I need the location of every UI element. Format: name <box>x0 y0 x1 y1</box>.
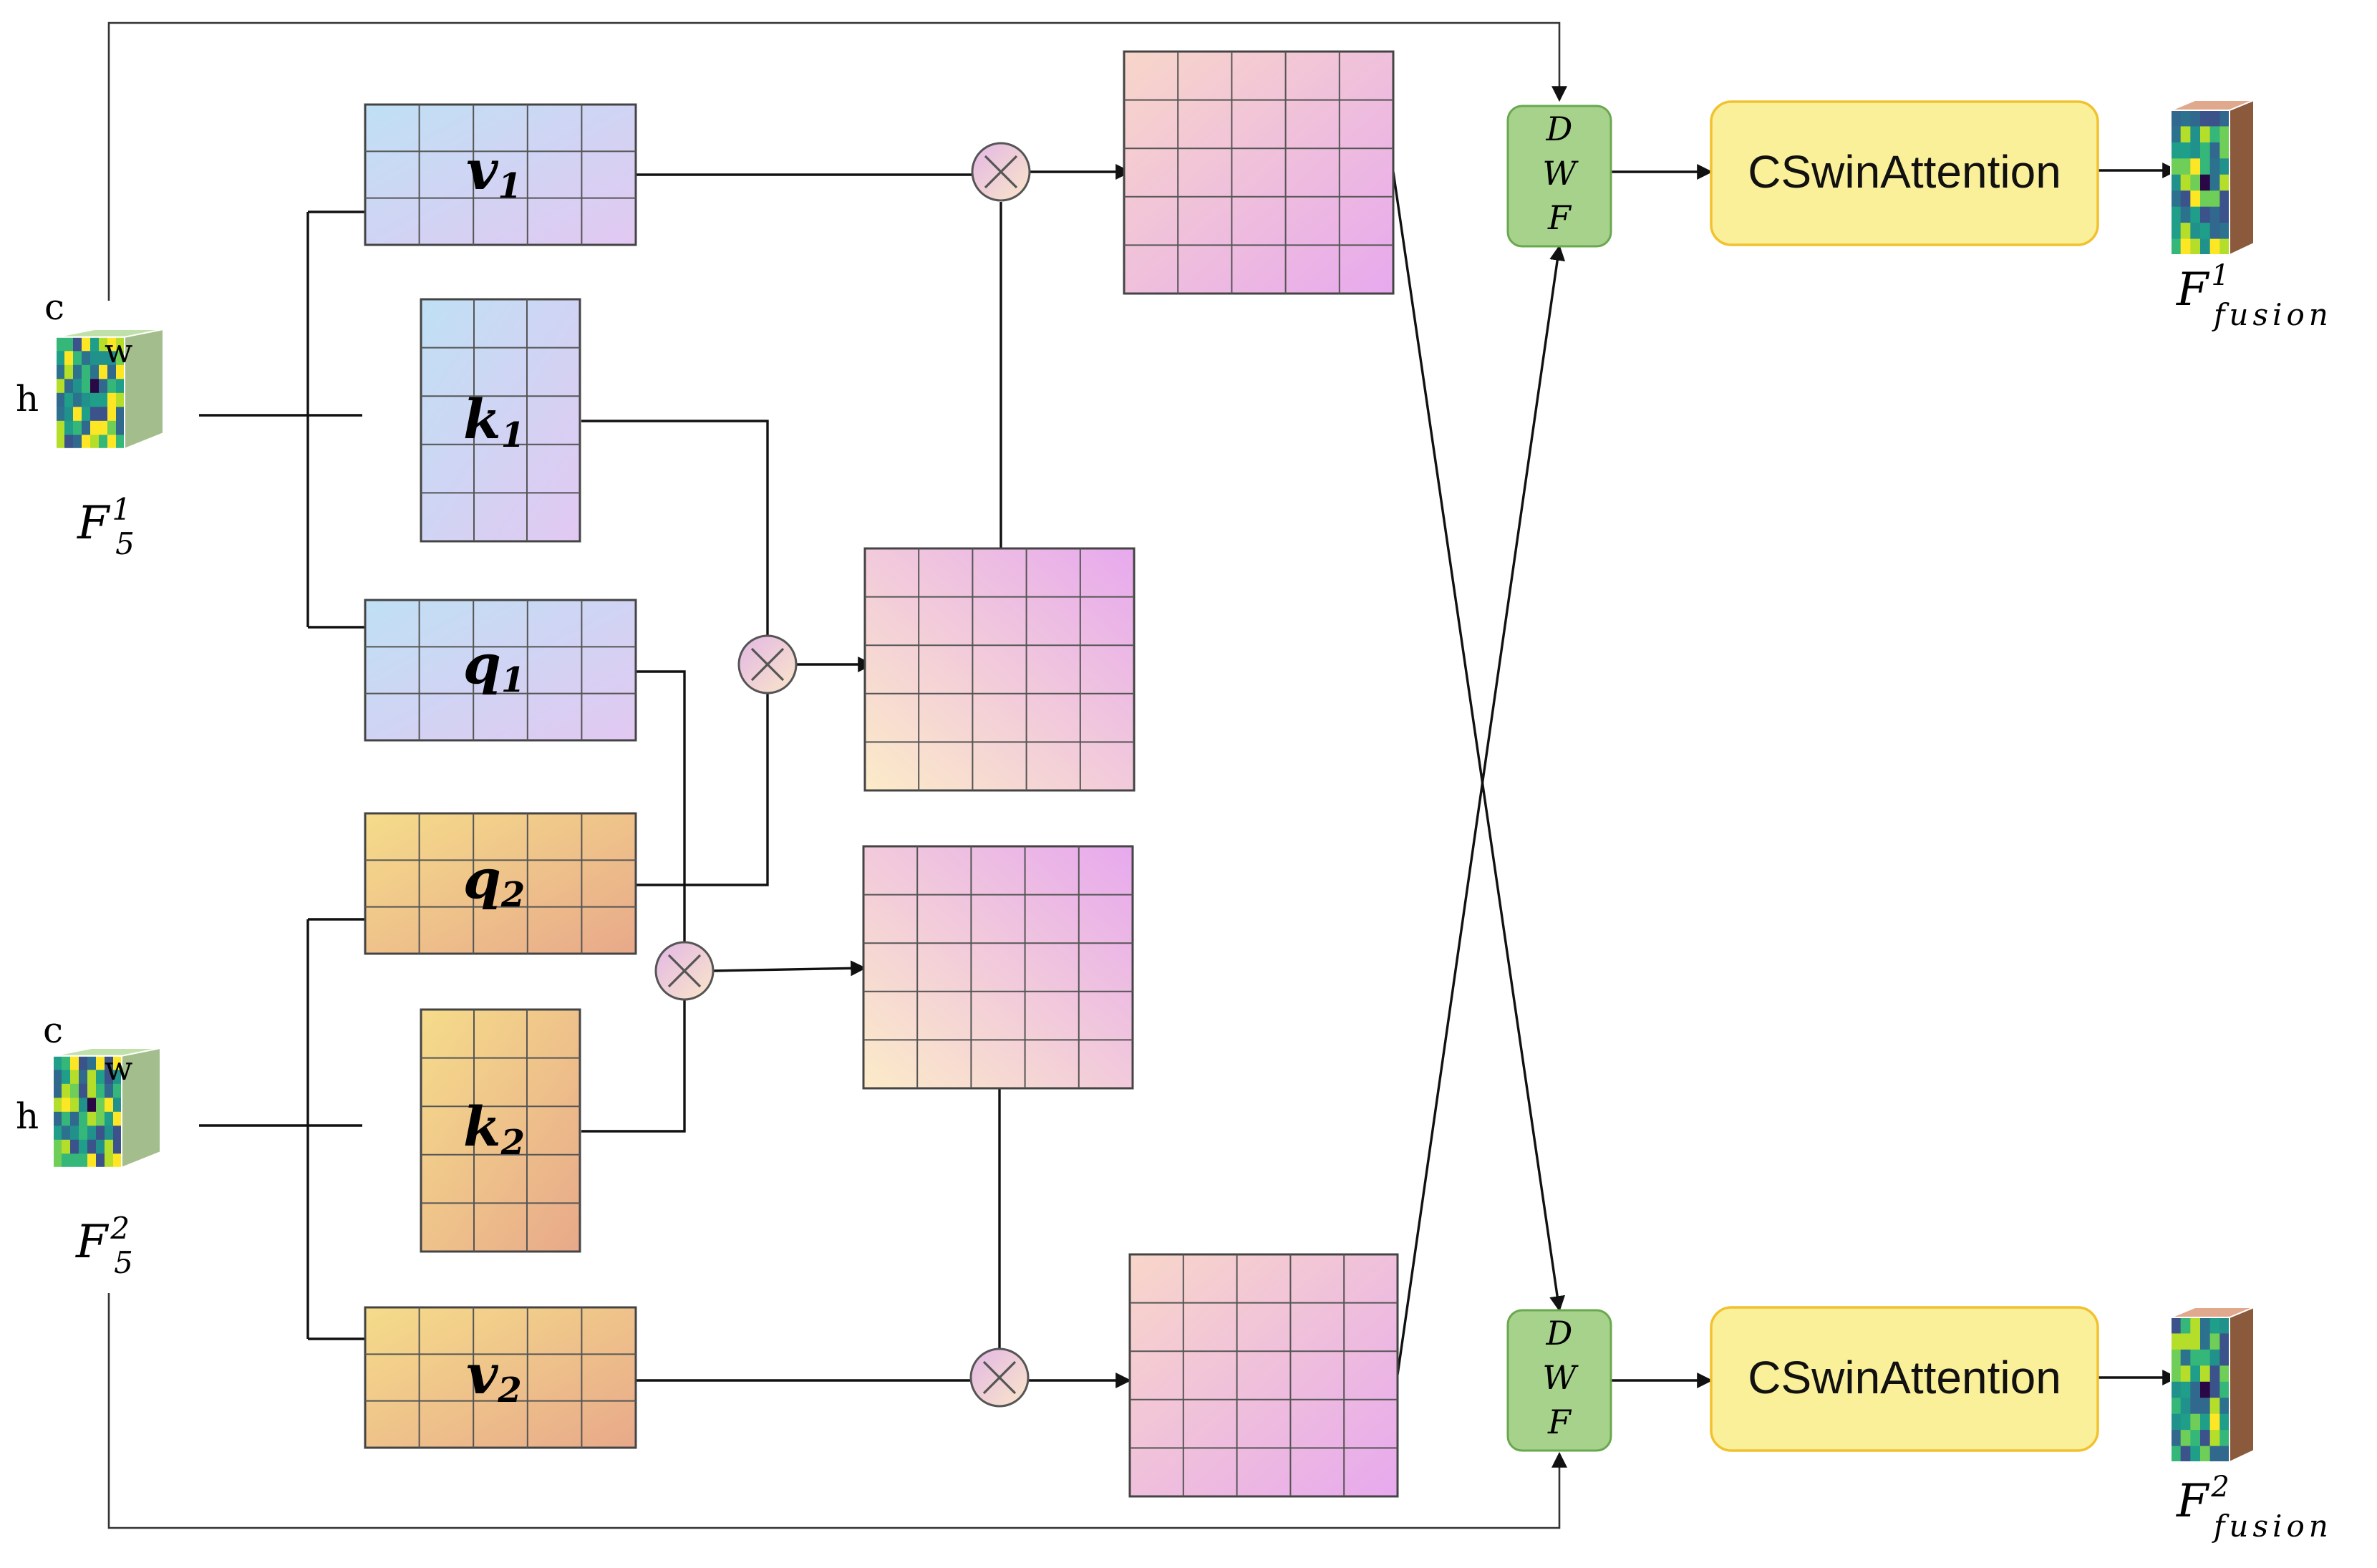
multiply-icon <box>737 634 798 695</box>
dwf-letter: D <box>1546 1314 1573 1352</box>
cswin-attention-block-2: CSwinAttention <box>1710 1306 2099 1452</box>
cswin-attention-label: CSwinAttention <box>1748 1352 2061 1403</box>
feature-cube-icon <box>2170 99 2255 256</box>
wire-q1-to-mulB <box>636 670 686 947</box>
attention-map-1 <box>863 547 1136 792</box>
dwf-letter: W <box>1542 154 1579 193</box>
wire-mulB-to-attmap2 <box>711 960 867 977</box>
weighted-value-2 <box>1128 1253 1399 1498</box>
wire-k1-to-mulA <box>581 420 769 640</box>
dwf-letter: W <box>1542 1358 1579 1397</box>
dim-w: w <box>105 331 132 370</box>
weighted-value-1 <box>1123 50 1395 295</box>
wires <box>107 21 2179 1529</box>
dwf-block-1: D W F <box>1506 105 1612 248</box>
matrix-q1: q1 <box>364 599 637 742</box>
matrix-v1-label: v1 <box>466 138 522 206</box>
dwf-letter: F <box>1547 1403 1572 1441</box>
dim-h: h <box>16 1095 39 1137</box>
dim-w: w <box>105 1049 132 1088</box>
wire-f1-skip <box>107 21 1567 301</box>
wire-q2-to-mulA <box>636 689 769 886</box>
matrix-q2-label: q2 <box>463 847 526 915</box>
dim-c: c <box>43 1010 63 1051</box>
cswin-attention-label: CSwinAttention <box>1748 146 2061 198</box>
matrix-k1: k1 <box>420 298 581 543</box>
wire-f2-skip <box>107 1293 1567 1529</box>
multiply-icon <box>969 1347 1030 1408</box>
matrix-v2: v2 <box>364 1306 637 1449</box>
feature-cube-icon <box>55 328 164 450</box>
dwf-letter: F <box>1547 198 1572 237</box>
matrix-k2-label: k2 <box>463 1095 525 1163</box>
attention-map-2 <box>862 845 1134 1090</box>
feature-cube-icon <box>2170 1306 2255 1463</box>
dwf-letter: D <box>1546 110 1573 148</box>
wire-out2-to-dwf1 <box>1396 244 1566 1375</box>
cswin-attention-block-1: CSwinAttention <box>1710 100 2099 246</box>
matrix-v1: v1 <box>364 103 637 246</box>
multiply-icon <box>654 941 715 1001</box>
matrix-k2: k2 <box>420 1008 581 1253</box>
dwf-block-2: D W F <box>1506 1309 1612 1452</box>
dim-c: c <box>44 286 64 328</box>
matrix-v2-label: v2 <box>466 1342 522 1410</box>
feature-cube-icon <box>52 1047 161 1169</box>
dim-h: h <box>16 378 39 420</box>
matrix-k1-label: k1 <box>463 387 525 455</box>
wire-out1-to-dwf2 <box>1392 171 1566 1312</box>
wire-k2-to-mulB <box>581 997 686 1133</box>
multiply-icon <box>971 142 1031 202</box>
matrix-q1-label: q1 <box>463 632 526 700</box>
matrix-q2: q2 <box>364 812 637 955</box>
